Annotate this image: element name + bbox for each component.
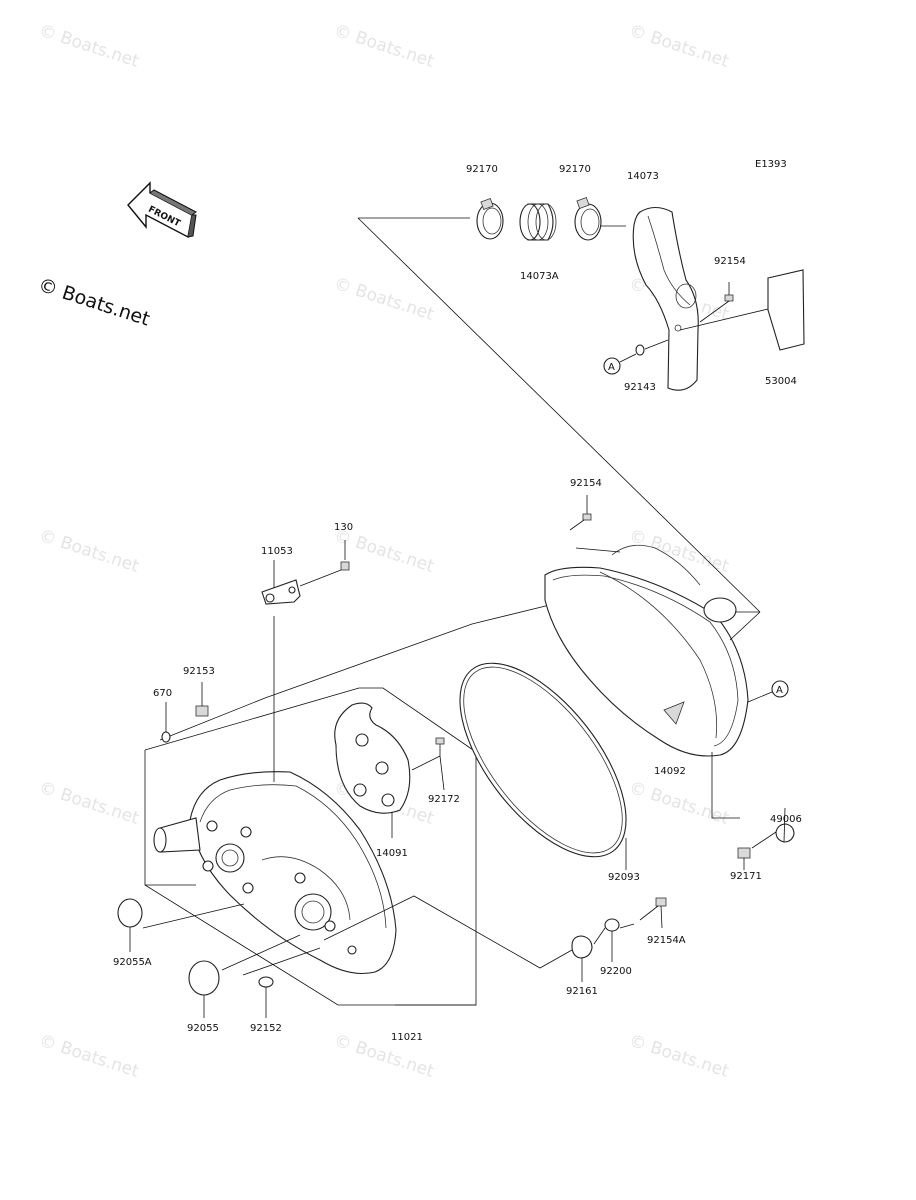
- clamp-right: [574, 197, 602, 241]
- part-label-92152: 92152: [250, 1023, 282, 1034]
- watermark: © Boats.net: [626, 778, 731, 829]
- inner-case: [142, 616, 397, 976]
- bracket-11053: [261, 560, 301, 605]
- o-ring-92055A: [117, 898, 143, 952]
- watermark: © Boats.net: [626, 1031, 731, 1082]
- part-label-11021: 11021: [391, 1032, 423, 1043]
- part-label-14073A: 14073A: [520, 271, 559, 282]
- watermark: © Boats.net: [36, 1031, 141, 1082]
- washer-92200: [593, 918, 620, 962]
- part-label-92154: 92154: [714, 256, 746, 267]
- o-ring-92055: [188, 960, 220, 1018]
- part-label-14091: 14091: [376, 848, 408, 859]
- washer-670: [161, 702, 171, 743]
- part-label-92170: 92170: [466, 164, 498, 175]
- grommet-49006: [751, 807, 795, 849]
- plate-14091: [334, 702, 411, 838]
- brand-logo-text: © Boats.net: [35, 274, 152, 331]
- part-label-92170: 92170: [559, 164, 591, 175]
- part-label-92200: 92200: [600, 966, 632, 977]
- outer-cover: [544, 544, 761, 819]
- part-label-92143: 92143: [624, 382, 656, 393]
- front-arrow-icon: FRONT: [127, 181, 197, 239]
- bolt-92171: [737, 847, 751, 870]
- part-label-14092: 14092: [654, 766, 686, 777]
- intake-duct: [632, 206, 699, 391]
- bolt-92154-mid: [569, 495, 592, 531]
- label-plate-53004: [679, 269, 805, 351]
- part-label-92161: 92161: [566, 986, 598, 997]
- leader-lines: [144, 217, 761, 1006]
- watermark: © Boats.net: [331, 21, 436, 72]
- ref-marker-label: A: [608, 362, 615, 373]
- part-label-53004: 53004: [765, 376, 797, 387]
- part-label-92172: 92172: [428, 794, 460, 805]
- bolt-92153: [195, 682, 209, 717]
- ref-marker-a-top: A: [603, 353, 637, 375]
- watermark: © Boats.net: [331, 274, 436, 325]
- clamp-left: [476, 198, 504, 240]
- part-labels: 92170 92170 14073 14073A 92154 53004 921…: [113, 164, 802, 1043]
- part-label-49006: 49006: [770, 814, 802, 825]
- gasket-92093: [459, 662, 627, 870]
- plug-92161: [323, 895, 593, 982]
- plug-92152: [258, 976, 274, 1018]
- part-label-14073: 14073: [627, 171, 659, 182]
- bolt-92154-top: [699, 282, 734, 323]
- part-label-130: 130: [334, 522, 353, 533]
- part-label-92093: 92093: [608, 872, 640, 883]
- part-label-11053: 11053: [261, 546, 293, 557]
- bolt-92154A: [619, 897, 667, 929]
- part-label-92153: 92153: [183, 666, 215, 677]
- part-label-92055A: 92055A: [113, 957, 152, 968]
- washer-92143: [635, 339, 669, 356]
- ref-marker-a-right: A: [747, 680, 789, 703]
- bolt-130: [299, 540, 350, 587]
- part-label-92055: 92055: [187, 1023, 219, 1034]
- ref-marker-label: A: [776, 685, 783, 696]
- part-label-92154A: 92154A: [647, 935, 686, 946]
- hose-sleeve: [519, 203, 557, 241]
- diagram-code: E1393: [755, 159, 787, 170]
- watermark: © Boats.net: [626, 21, 731, 72]
- part-label-92171: 92171: [730, 871, 762, 882]
- watermark: © Boats.net: [36, 526, 141, 577]
- watermark: © Boats.net: [36, 21, 141, 72]
- bolt-92172: [411, 737, 445, 791]
- watermark: © Boats.net: [36, 778, 141, 829]
- part-label-670: 670: [153, 688, 172, 699]
- part-label-92154: 92154: [570, 478, 602, 489]
